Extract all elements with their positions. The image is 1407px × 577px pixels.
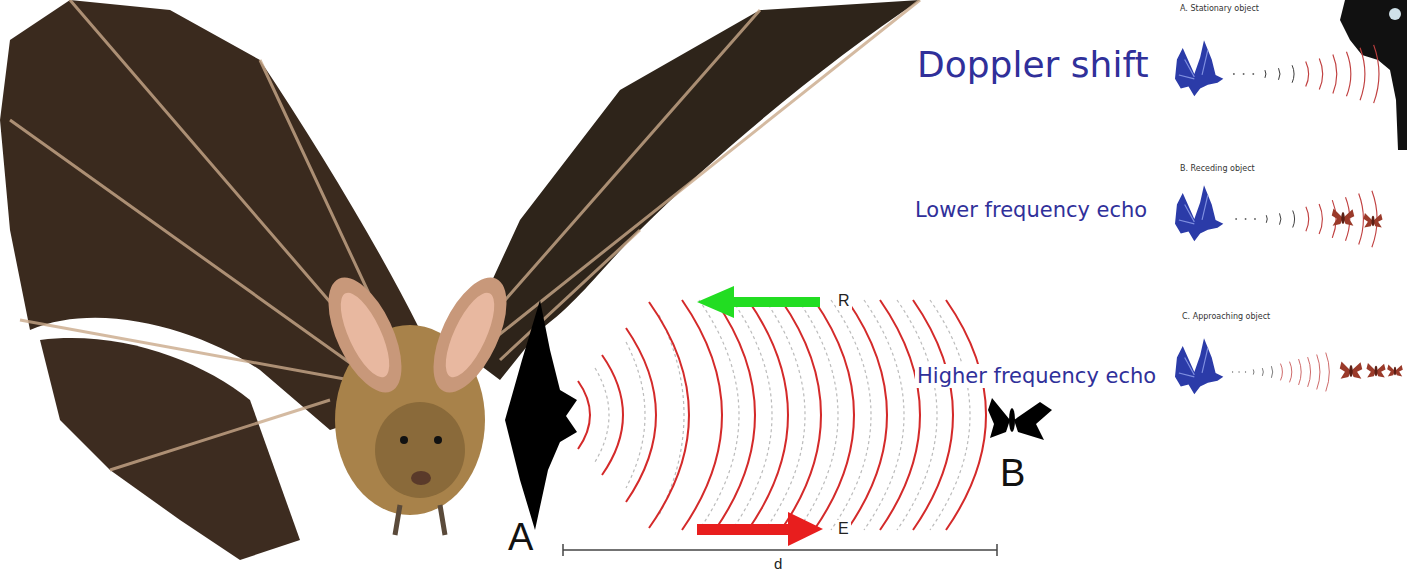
point-letter: B — [1000, 452, 1025, 496]
point-letter: A — [508, 516, 533, 560]
panel-caption: A. Stationary object — [1180, 4, 1259, 13]
arrow-letter: E — [836, 520, 851, 538]
panel-caption: B. Receding object — [1180, 164, 1255, 173]
echo-label: Higher frequency echo — [915, 364, 1158, 388]
echo-label: Lower frequency echo — [915, 198, 1147, 222]
panel-caption: C. Approaching object — [1182, 312, 1270, 321]
diagram-title-text: Doppler shift — [917, 44, 1149, 85]
arrow-letter: R — [836, 292, 852, 310]
distance-label: d — [774, 555, 782, 572]
